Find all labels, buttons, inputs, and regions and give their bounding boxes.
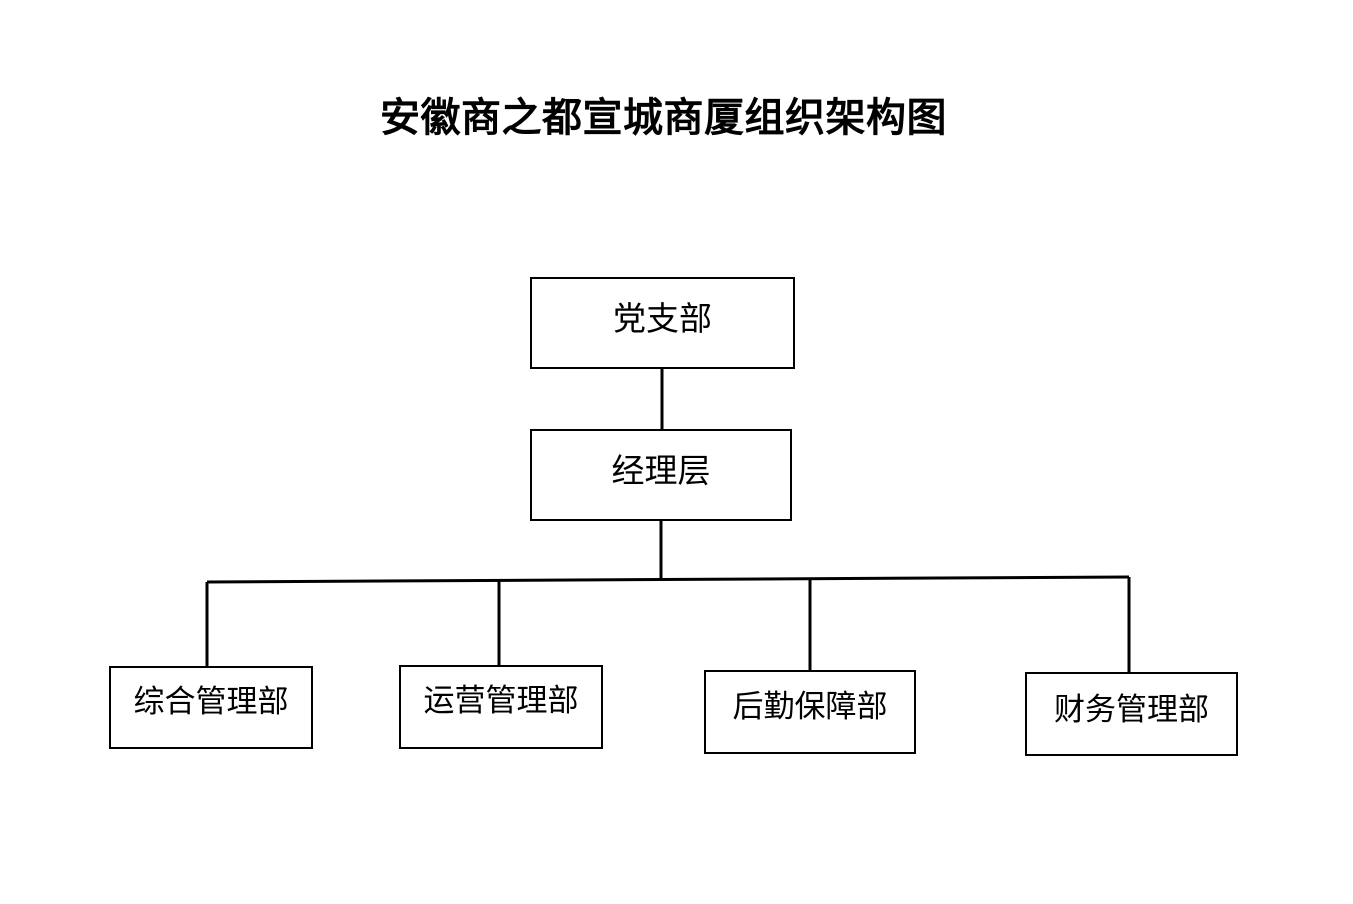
node-department-general-management: 综合管理部 [109, 666, 313, 749]
page-title: 安徽商之都宣城商厦组织架构图 [0, 94, 1353, 142]
node-department-finance-management: 财务管理部 [1025, 672, 1238, 756]
node-management-level-label: 经理层 [611, 451, 711, 490]
edge-horizontal-bus [206, 575, 1130, 584]
node-department-general-management-label: 综合管理部 [133, 684, 289, 720]
node-department-logistics-support-label: 后勤保障部 [732, 689, 888, 725]
node-department-operations-management-label: 运营管理部 [423, 683, 579, 719]
node-department-finance-management-label: 财务管理部 [1054, 692, 1209, 728]
node-department-operations-management: 运营管理部 [399, 665, 603, 749]
node-management-level: 经理层 [530, 429, 792, 521]
node-department-logistics-support: 后勤保障部 [704, 670, 916, 754]
node-party-branch: 党支部 [530, 277, 795, 369]
page-title-text: 安徽商之都宣城商厦组织架构图 [380, 94, 947, 141]
node-party-branch-label: 党支部 [613, 299, 712, 338]
